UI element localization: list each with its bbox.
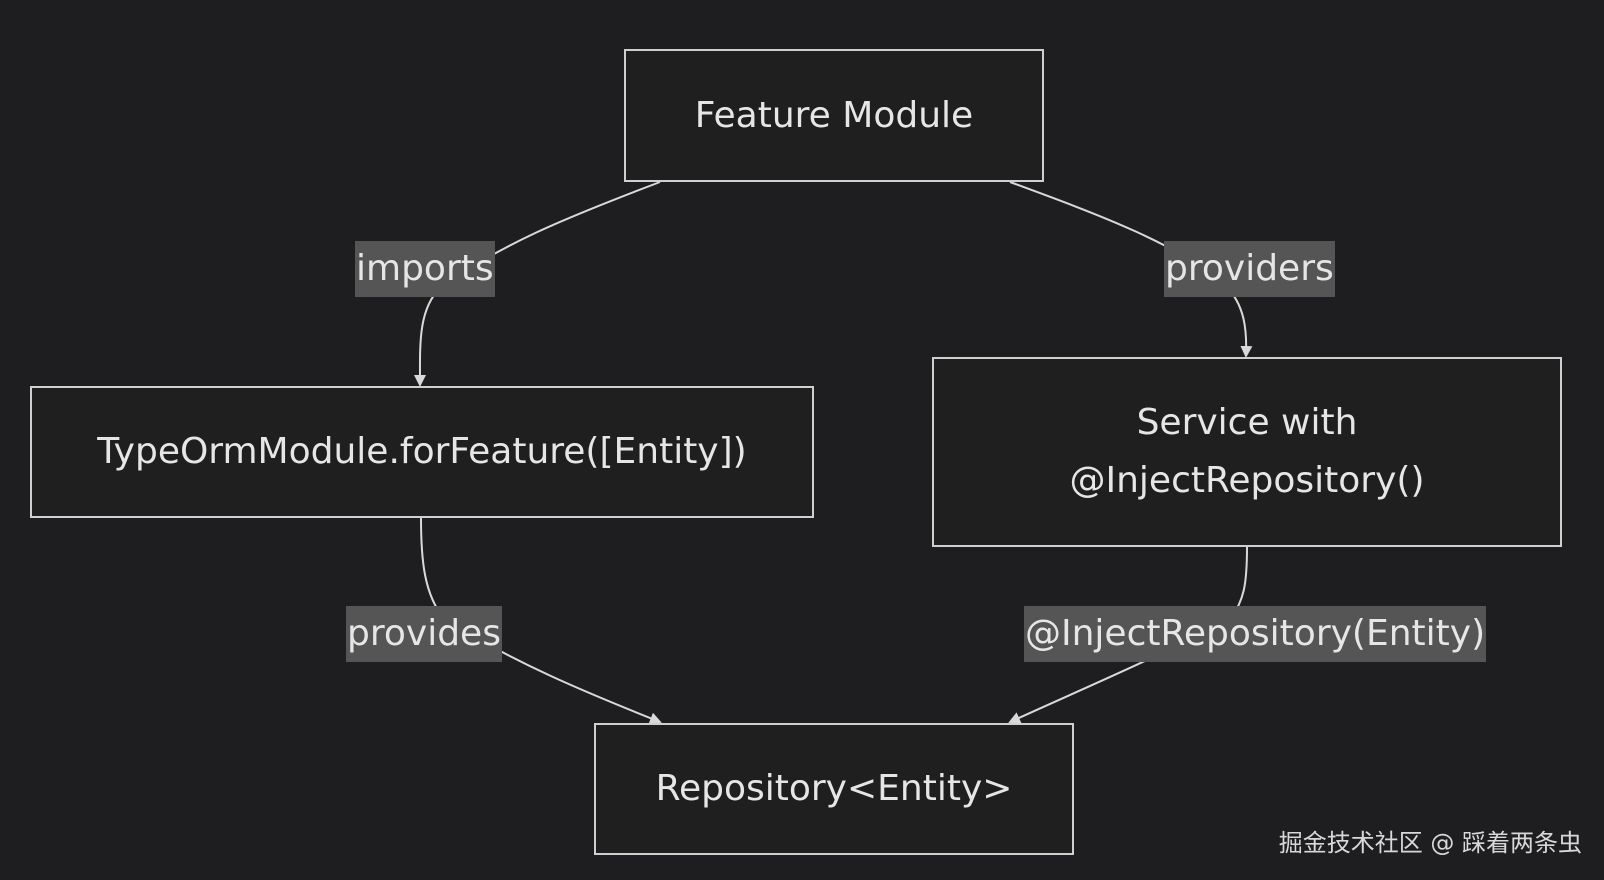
node-service: Service with @InjectRepository() bbox=[932, 357, 1562, 547]
node-typeorm-module: TypeOrmModule.forFeature([Entity]) bbox=[30, 386, 814, 518]
edge-label-inject: @InjectRepository(Entity) bbox=[1024, 606, 1487, 662]
edge-label-imports: imports bbox=[355, 241, 495, 297]
node-feature-module: Feature Module bbox=[624, 49, 1044, 182]
node-repository-label: Repository<Entity> bbox=[655, 768, 1013, 809]
edge-label-providers: providers bbox=[1164, 241, 1335, 297]
node-feature-module-label: Feature Module bbox=[694, 94, 974, 136]
node-typeorm-module-label: TypeOrmModule.forFeature([Entity]) bbox=[97, 431, 747, 472]
edge-label-provides: provides bbox=[346, 606, 502, 662]
node-service-label-line1: Service with bbox=[1136, 402, 1358, 443]
watermark-text: 掘金技术社区 @ 踩着两条虫 bbox=[1278, 829, 1582, 857]
node-service-label-line2: @InjectRepository() bbox=[1069, 460, 1425, 501]
node-repository: Repository<Entity> bbox=[594, 723, 1074, 855]
